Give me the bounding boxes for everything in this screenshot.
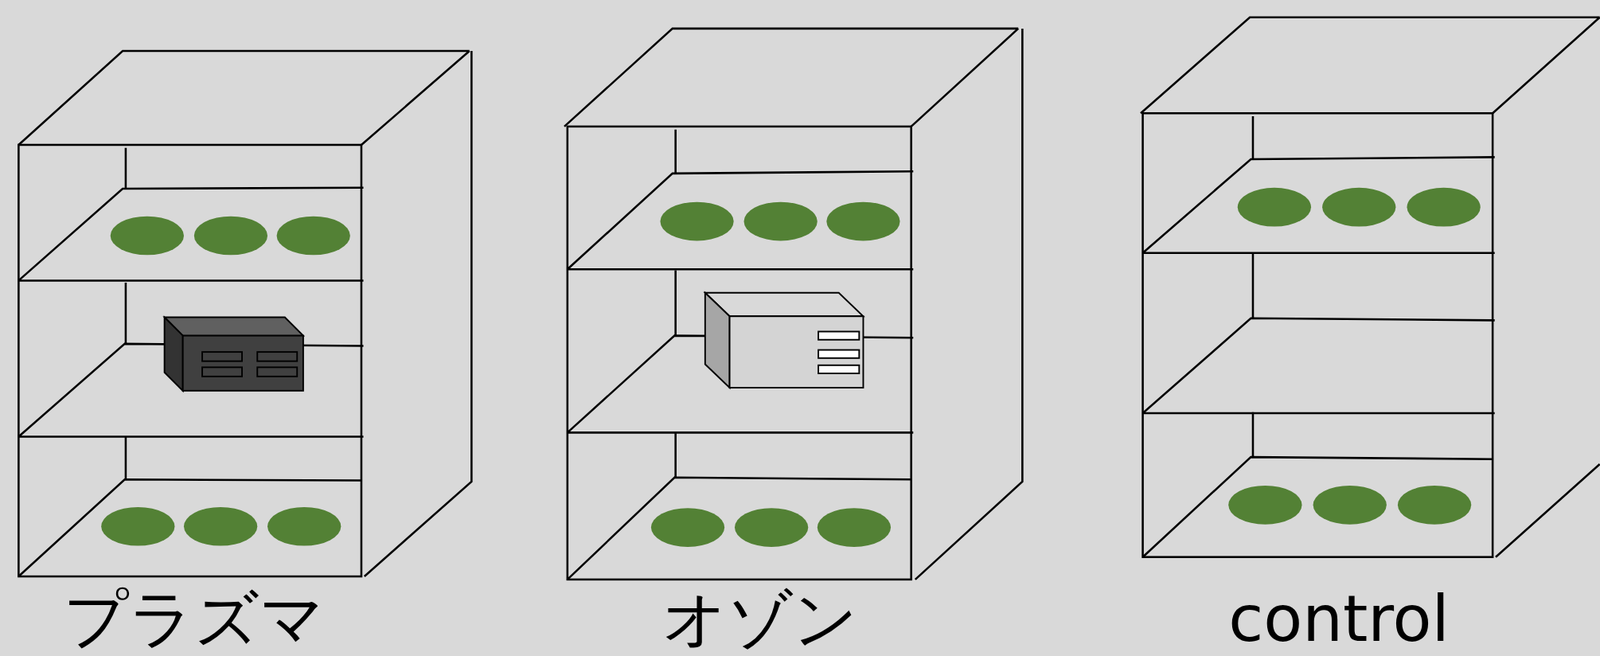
ozone-device bbox=[705, 292, 864, 388]
cabinet bbox=[18, 50, 472, 577]
shelf-label: プラズマ bbox=[60, 587, 328, 652]
culture-dish bbox=[101, 187, 1481, 547]
shelf-label: control bbox=[1225, 587, 1452, 652]
shelf-label: オゾン bbox=[659, 587, 862, 652]
cabinet bbox=[1140, 17, 1600, 558]
cabinet bbox=[564, 28, 1023, 580]
plasma-device bbox=[164, 317, 304, 391]
